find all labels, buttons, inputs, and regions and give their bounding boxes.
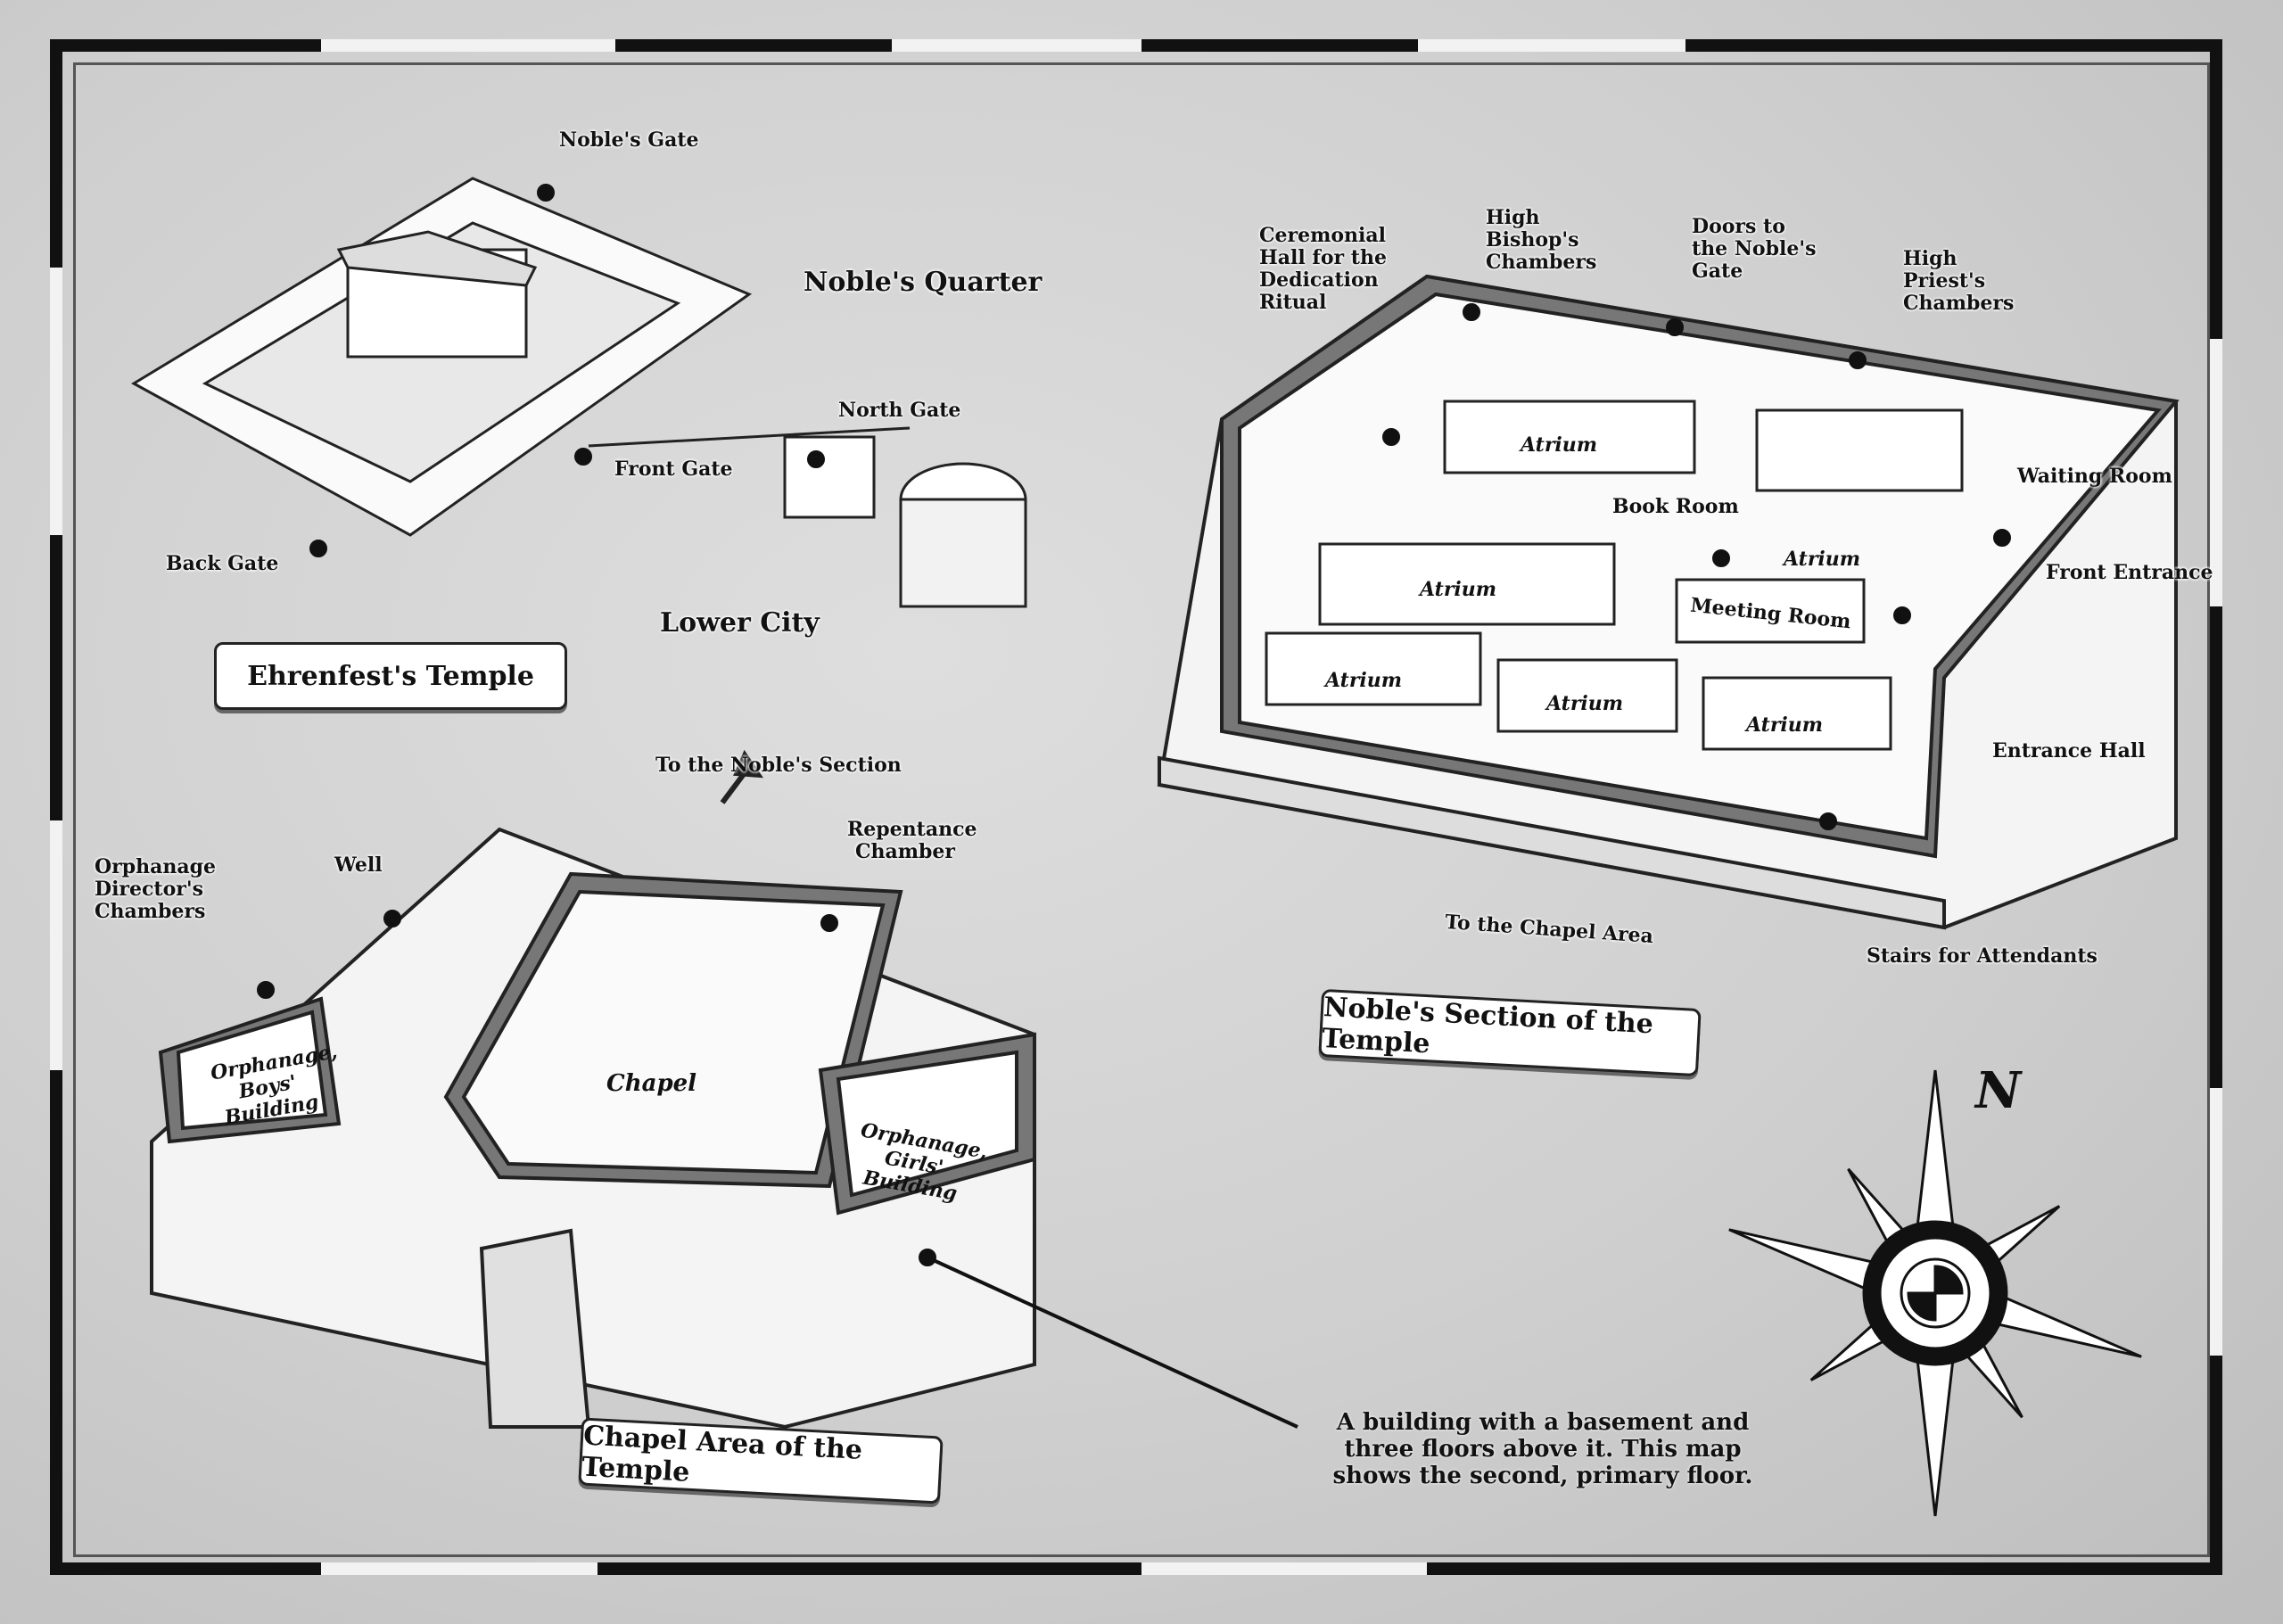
- inner-frame: [73, 62, 2210, 1557]
- label-entrance-hall: Entrance Hall: [1992, 739, 2146, 763]
- label-chapel: Chapel: [606, 1070, 697, 1097]
- label-front-entrance: Front Entrance: [2046, 561, 2213, 584]
- label-high-bishop-chambers: High Bishop's Chambers: [1486, 206, 1597, 274]
- label-nobles-quarter: Noble's Quarter: [804, 267, 1043, 298]
- label-waiting-room: Waiting Room: [2017, 465, 2172, 488]
- label-ceremonial-hall: Ceremonial Hall for the Dedication Ritua…: [1259, 224, 1387, 314]
- label-lower-city: Lower City: [660, 607, 820, 639]
- label-atrium: Atrium: [1325, 669, 1403, 692]
- frame-segment: [892, 39, 1142, 52]
- frame-segment: [321, 39, 615, 52]
- label-front-gate: Front Gate: [614, 458, 733, 481]
- label-atrium: Atrium: [1746, 713, 1824, 737]
- frame-segment: [50, 268, 62, 535]
- overview-temple-walls: [130, 177, 1027, 608]
- label-to-nobles-section: To the Noble's Section: [655, 754, 902, 777]
- label-north-gate: North Gate: [838, 399, 961, 422]
- label-back-gate: Back Gate: [166, 552, 279, 575]
- label-atrium: Atrium: [1420, 578, 1497, 601]
- label-doors-nobles-gate: Doors to the Noble's Gate: [1692, 215, 1817, 283]
- frame-segment: [321, 1562, 598, 1575]
- building-note: A building with a basement and three flo…: [1332, 1409, 1753, 1489]
- banner-ehrenfest-temple: Ehrenfest's Temple: [214, 642, 567, 710]
- label-atrium: Atrium: [1521, 433, 1598, 457]
- label-director-chambers: Orphanage Director's Chambers: [95, 855, 217, 923]
- frame-segment: [2210, 1088, 2222, 1356]
- label-nobles-gate: Noble's Gate: [559, 128, 699, 152]
- nobles-section-building: [1157, 274, 2180, 930]
- frame-segment: [2210, 339, 2222, 606]
- chapel-area-building: [150, 749, 1036, 1430]
- label-atrium: Atrium: [1784, 548, 1861, 571]
- frame-segment: [1142, 1562, 1427, 1575]
- compass-north-label: N: [1975, 1061, 2022, 1120]
- label-high-priest-chambers: High Priest's Chambers: [1903, 247, 2015, 315]
- label-well: Well: [334, 853, 383, 877]
- label-repentance-chamber: Repentance Chamber: [847, 818, 977, 863]
- compass-rose-icon: [1728, 1069, 2142, 1517]
- label-atrium: Atrium: [1546, 692, 1624, 715]
- label-book-room: Book Room: [1612, 495, 1739, 518]
- leader-lines: [257, 184, 2011, 1429]
- frame-segment: [50, 820, 62, 1070]
- frame-segment: [1418, 39, 1685, 52]
- label-stairs-attendants: Stairs for Attendants: [1867, 944, 2098, 968]
